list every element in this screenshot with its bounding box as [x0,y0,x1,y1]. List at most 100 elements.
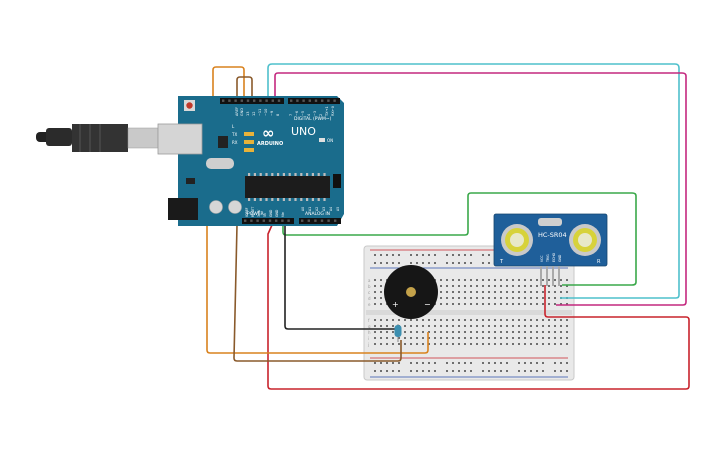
breadboard-hole [470,331,472,333]
breadboard-hole [464,262,466,264]
breadboard-hole [434,337,436,339]
breadboard-hole [512,291,514,293]
breadboard-hole [410,254,412,256]
breadboard-hole [416,325,418,327]
breadboard-hole [392,331,394,333]
header-pin [320,219,324,222]
breadboard-hole [380,343,382,345]
breadboard-hole [488,297,490,299]
breadboard-hole [500,370,502,372]
breadboard-hole [386,262,388,264]
breadboard-hole [518,303,520,305]
pin-label-2: 2 [319,114,323,116]
breadboard-hole [374,303,376,305]
row-label-c: c [368,290,370,295]
breadboard-hole [434,319,436,321]
breadboard-hole [500,337,502,339]
breadboard-hole [482,291,484,293]
breadboard-hole [458,343,460,345]
breadboard-hole [554,279,556,281]
wire-black[interactable] [284,225,396,330]
breadboard-hole [542,319,544,321]
breadboard-hole [446,291,448,293]
breadboard-hole [524,285,526,287]
breadboard-hole [434,370,436,372]
breadboard-hole [428,331,430,333]
breadboard-hole [410,319,412,321]
breadboard-hole [542,303,544,305]
breadboard-hole [560,362,562,364]
breadboard-hole [404,343,406,345]
breadboard-hole [530,331,532,333]
pin-label-a2: A2 [315,207,319,211]
breadboard-hole [458,285,460,287]
breadboard-hole [500,285,502,287]
breadboard-hole [566,303,568,305]
breadboard-hole [566,331,568,333]
breadboard-hole [446,279,448,281]
breadboard-hole [542,331,544,333]
breadboard-hole [452,303,454,305]
breadboard-hole [518,331,520,333]
breadboard-hole [494,303,496,305]
breadboard-hole [446,297,448,299]
breadboard-hole [506,325,508,327]
reset-button[interactable] [186,102,193,109]
breadboard-hole [446,254,448,256]
breadboard-hole [512,343,514,345]
breadboard-hole [482,343,484,345]
breadboard-hole [374,291,376,293]
breadboard-hole [560,331,562,333]
breadboard-hole [428,343,430,345]
breadboard-hole [548,319,550,321]
wire-magenta[interactable] [274,72,687,306]
row-label-j: j [367,342,369,347]
wire-cyan[interactable] [267,63,680,299]
breadboard-hole [482,362,484,364]
resistor[interactable] [394,324,402,342]
breadboard-hole [446,337,448,339]
wire-red[interactable] [267,224,690,390]
chip-pin [288,198,291,201]
breadboard-hole [500,362,502,364]
chip-pin [248,173,251,176]
digital-header-low [288,98,340,104]
breadboard-hole [542,325,544,327]
chip-pin [277,198,280,201]
sensor-crystal [538,218,562,226]
header-pin [287,219,290,222]
breadboard-hole [374,319,376,321]
breadboard-hole [566,325,568,327]
breadboard-hole [500,279,502,281]
breadboard-hole [488,303,490,305]
pin-label-8: 8 [276,114,280,116]
breadboard-hole [434,331,436,333]
breadboard-hole [524,370,526,372]
piezo-buzzer[interactable]: + − [384,265,438,319]
breadboard-hole [464,285,466,287]
pin-label-a0: A0 [301,207,305,211]
hc-sr04-sensor[interactable]: HC-SR04 T R VCC TRIG ECHO GND [493,213,608,286]
breadboard-hole [524,279,526,281]
header-pin [262,219,265,222]
header-pin [277,99,281,102]
breadboard-hole [470,343,472,345]
breadboard-hole [500,325,502,327]
chip-pin [253,173,256,176]
breadboard-hole [464,370,466,372]
breadboard-hole [554,343,556,345]
usb-port [157,123,203,155]
pin-label-13: 13 [246,112,250,116]
breadboard-hole [524,291,526,293]
chip-pin [311,198,314,201]
breadboard-hole [482,279,484,281]
breadboard-hole [398,254,400,256]
breadboard-hole [506,291,508,293]
breadboard-hole [440,285,442,287]
breadboard-hole [488,331,490,333]
breadboard-hole [380,262,382,264]
breadboard-hole [452,254,454,256]
arduino-uno-board[interactable]: ∞ UNO ARDUINO DIGITAL (PWM~) POWER ANALO… [157,96,344,226]
header-pin [256,219,259,222]
breadboard-hole [386,362,388,364]
